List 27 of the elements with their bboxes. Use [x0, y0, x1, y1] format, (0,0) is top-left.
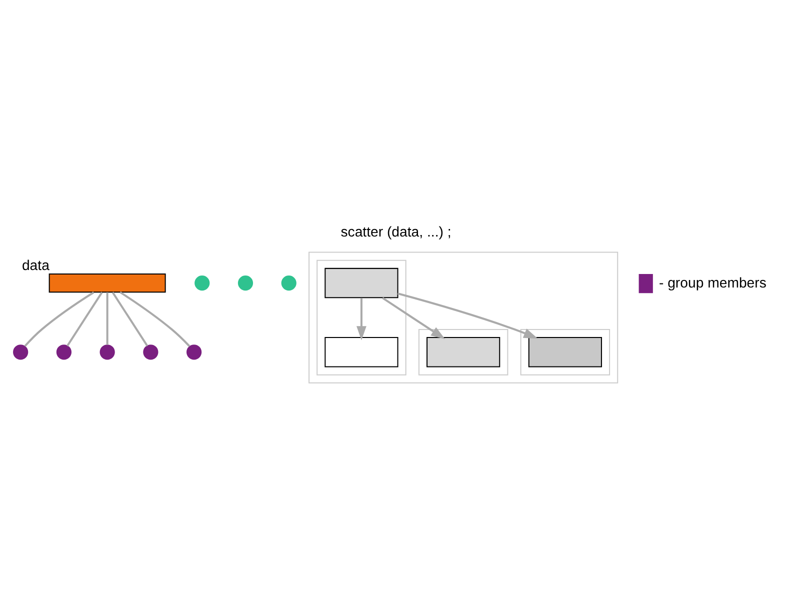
node-bar	[48, 273, 166, 293]
connector	[66, 292, 103, 346]
connector	[120, 291, 190, 347]
node-circle	[186, 344, 202, 360]
arrow	[382, 297, 446, 340]
connector	[106, 292, 108, 345]
cluster	[308, 252, 618, 384]
connector	[24, 292, 94, 347]
node-box	[324, 268, 398, 298]
arrow	[398, 292, 538, 339]
node-circle	[281, 276, 296, 291]
node-circle	[143, 344, 158, 360]
cluster	[316, 260, 406, 376]
connector	[112, 292, 148, 346]
node-circle	[56, 344, 72, 360]
node-box	[324, 337, 398, 368]
node-box	[426, 337, 500, 368]
node-circle	[238, 276, 254, 291]
diagram-title: scatter (data, ...) ;	[340, 223, 452, 240]
arrow	[356, 298, 366, 340]
legend-label: - group members	[658, 274, 766, 290]
node-circle	[194, 276, 210, 291]
node-label: data	[22, 257, 50, 274]
cluster	[418, 328, 508, 376]
node-box	[528, 337, 602, 368]
node-circle	[13, 344, 28, 360]
node-circle	[100, 344, 115, 360]
